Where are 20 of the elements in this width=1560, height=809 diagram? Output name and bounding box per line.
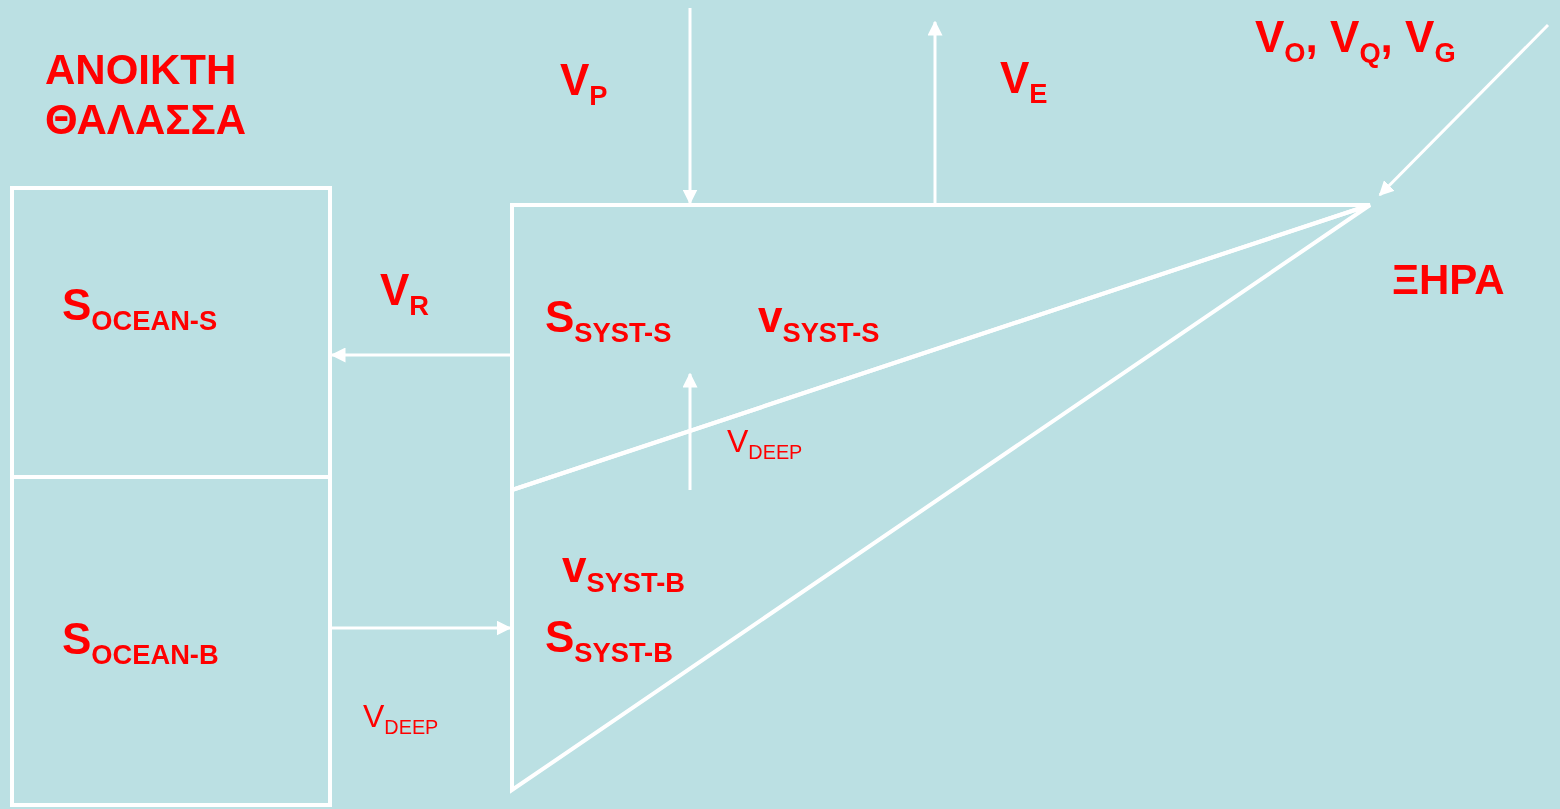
- flow-arrow: [330, 347, 512, 363]
- region-label: ΑΝΟΙΚΤΗ ΘΑΛΑΣΣΑ: [45, 45, 247, 145]
- flow-arrow: [682, 8, 698, 205]
- flow-arrow: [1378, 23, 1550, 197]
- edge-label: V$_{DEEP}$: [363, 700, 439, 738]
- edge-label: V$_{DEEP}$: [727, 425, 803, 463]
- volume-label: v$_{SYST-B}$: [562, 545, 685, 596]
- flow-arrow: [927, 20, 943, 205]
- salinity-label: S$_{OCEAN-S}$: [62, 283, 218, 334]
- salinity-label: S$_{SYST-S}$: [545, 295, 672, 346]
- edge-label: V$_{E}$: [1000, 56, 1048, 107]
- region-label: ΞΗΡΑ: [1392, 255, 1506, 305]
- flow-arrow: [682, 372, 698, 490]
- edge-label: V$_{R}$: [380, 268, 430, 319]
- flow-arrow: [330, 620, 512, 636]
- salinity-label: S$_{OCEAN-B}$: [62, 617, 219, 668]
- edge-label: V$_{P}$: [560, 58, 608, 109]
- edge-label: V$_{O}$, V$_{Q}$, V$_{G}$: [1255, 15, 1456, 66]
- salinity-label: S$_{SYST-B}$: [545, 615, 673, 666]
- volume-label: v$_{SYST-S}$: [758, 295, 880, 346]
